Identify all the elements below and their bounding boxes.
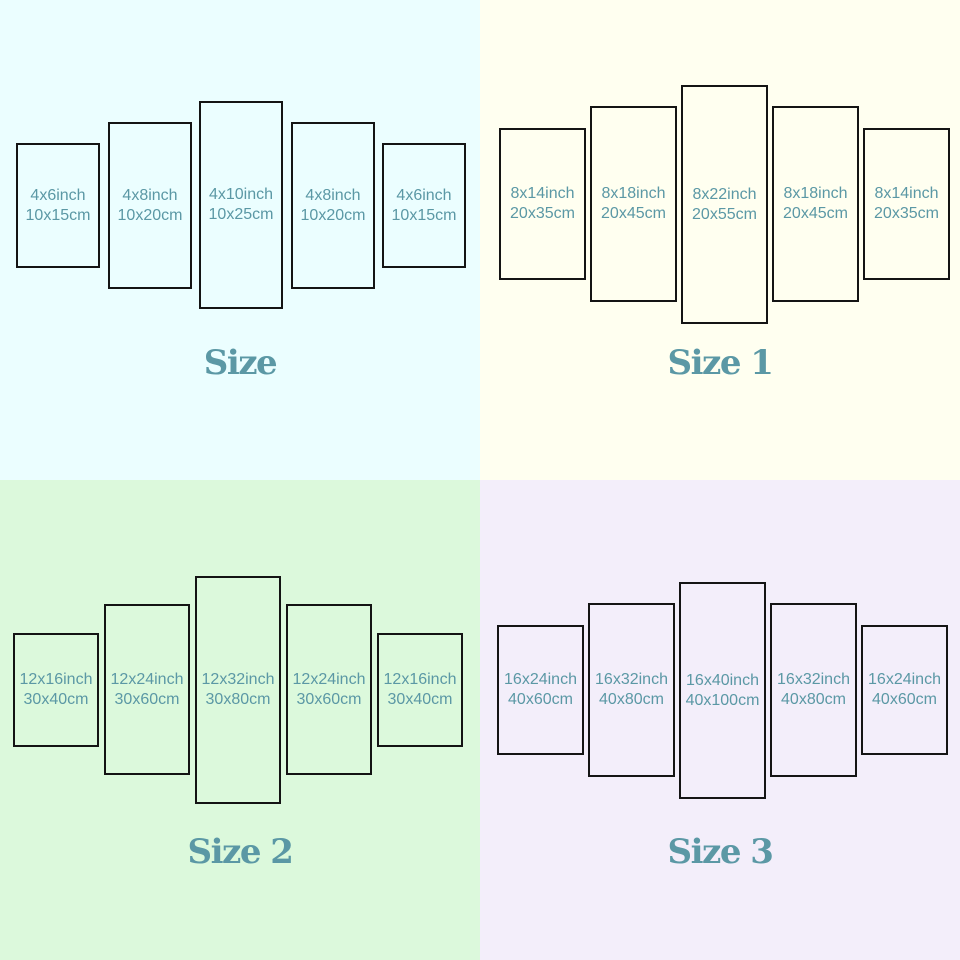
- panel-inch-label: 8x14inch: [874, 185, 939, 202]
- canvas-panel: 16x32inch 40x80cm: [588, 603, 675, 777]
- canvas-panel: 4x10inch 10x25cm: [199, 101, 283, 309]
- panel-cm-label: 30x40cm: [23, 691, 89, 708]
- panel-cm-label: 40x80cm: [781, 691, 846, 708]
- size-title: Size 2: [187, 832, 294, 872]
- panel-cm-label: 10x15cm: [25, 206, 91, 224]
- panel-inch-label: 12x16inch: [19, 671, 93, 688]
- size-set-quadrant: 16x24inch 40x60cm 16x32inch 40x80cm 16x4…: [480, 480, 960, 960]
- panel-inch-label: 8x18inch: [783, 185, 848, 202]
- canvas-panel: 4x6inch 10x15cm: [382, 143, 466, 268]
- canvas-panel: 8x22inch 20x55cm: [681, 85, 768, 324]
- canvas-panel: 16x24inch 40x60cm: [861, 625, 948, 755]
- size-set-quadrant: 12x16inch 30x40cm 12x24inch 30x60cm 12x3…: [0, 480, 480, 960]
- canvas-panel: 4x6inch 10x15cm: [16, 143, 100, 268]
- canvas-panel: 12x16inch 30x40cm: [13, 633, 99, 747]
- panel-inch-label: 4x10inch: [208, 186, 274, 203]
- canvas-panel: 8x18inch 20x45cm: [590, 106, 677, 302]
- panel-inch-label: 16x24inch: [504, 671, 577, 688]
- panel-inch-label: 4x6inch: [30, 186, 86, 204]
- size-title: Size: [203, 343, 278, 383]
- size-title: Size 3: [667, 832, 774, 872]
- canvas-panel: 16x24inch 40x60cm: [497, 625, 584, 755]
- panel-inch-label: 4x8inch: [122, 186, 178, 204]
- size-set-quadrant: 4x6inch 10x15cm 4x8inch 10x20cm 4x10inch…: [0, 0, 480, 480]
- canvas-panel: 12x16inch 30x40cm: [377, 633, 463, 747]
- size-set-quadrant: 8x14inch 20x35cm 8x18inch 20x45cm 8x22in…: [480, 0, 960, 480]
- panel-inch-label: 4x6inch: [396, 186, 452, 204]
- panel-inch-label: 16x32inch: [595, 671, 668, 688]
- panel-cm-label: 40x60cm: [508, 691, 573, 708]
- canvas-panel: 8x18inch 20x45cm: [772, 106, 859, 302]
- panel-inch-label: 12x24inch: [292, 670, 366, 688]
- panel-cm-label: 30x80cm: [205, 691, 271, 708]
- panel-inch-label: 8x14inch: [510, 185, 575, 202]
- panel-cm-label: 10x15cm: [391, 206, 457, 224]
- panel-cm-label: 10x20cm: [300, 206, 366, 224]
- panel-cm-label: 10x25cm: [208, 206, 274, 223]
- panel-cm-label: 20x55cm: [692, 205, 757, 223]
- panel-inch-label: 4x8inch: [305, 186, 361, 204]
- canvas-panel: 12x24inch 30x60cm: [286, 604, 372, 775]
- panel-cm-label: 40x100cm: [685, 691, 760, 709]
- canvas-panel: 4x8inch 10x20cm: [108, 122, 192, 289]
- panel-cm-label: 10x20cm: [117, 206, 183, 224]
- panel-inch-label: 12x32inch: [201, 671, 275, 688]
- canvas-panel: 12x24inch 30x60cm: [104, 604, 190, 775]
- panel-cm-label: 20x35cm: [510, 205, 575, 222]
- panel-cm-label: 30x60cm: [296, 690, 362, 708]
- panel-inch-label: 12x16inch: [383, 671, 457, 688]
- canvas-panel: 4x8inch 10x20cm: [291, 122, 375, 289]
- panel-cm-label: 20x45cm: [601, 205, 666, 222]
- canvas-panel: 8x14inch 20x35cm: [499, 128, 586, 280]
- panel-cm-label: 40x80cm: [599, 691, 664, 708]
- canvas-panel: 16x32inch 40x80cm: [770, 603, 857, 777]
- panel-inch-label: 12x24inch: [110, 670, 184, 688]
- panel-cm-label: 30x40cm: [387, 691, 453, 708]
- size-title: Size 1: [667, 343, 774, 383]
- canvas-panel: 8x14inch 20x35cm: [863, 128, 950, 280]
- panel-inch-label: 16x32inch: [777, 671, 850, 688]
- panel-cm-label: 30x60cm: [114, 690, 180, 708]
- canvas-panel: 16x40inch 40x100cm: [679, 582, 766, 799]
- canvas-panel: 12x32inch 30x80cm: [195, 576, 281, 804]
- panel-inch-label: 16x40inch: [686, 671, 759, 689]
- panel-cm-label: 40x60cm: [872, 691, 937, 708]
- panel-cm-label: 20x35cm: [874, 205, 939, 222]
- panel-cm-label: 20x45cm: [783, 205, 848, 222]
- panel-inch-label: 8x22inch: [692, 185, 757, 203]
- panel-inch-label: 8x18inch: [601, 185, 666, 202]
- panel-inch-label: 16x24inch: [868, 671, 941, 688]
